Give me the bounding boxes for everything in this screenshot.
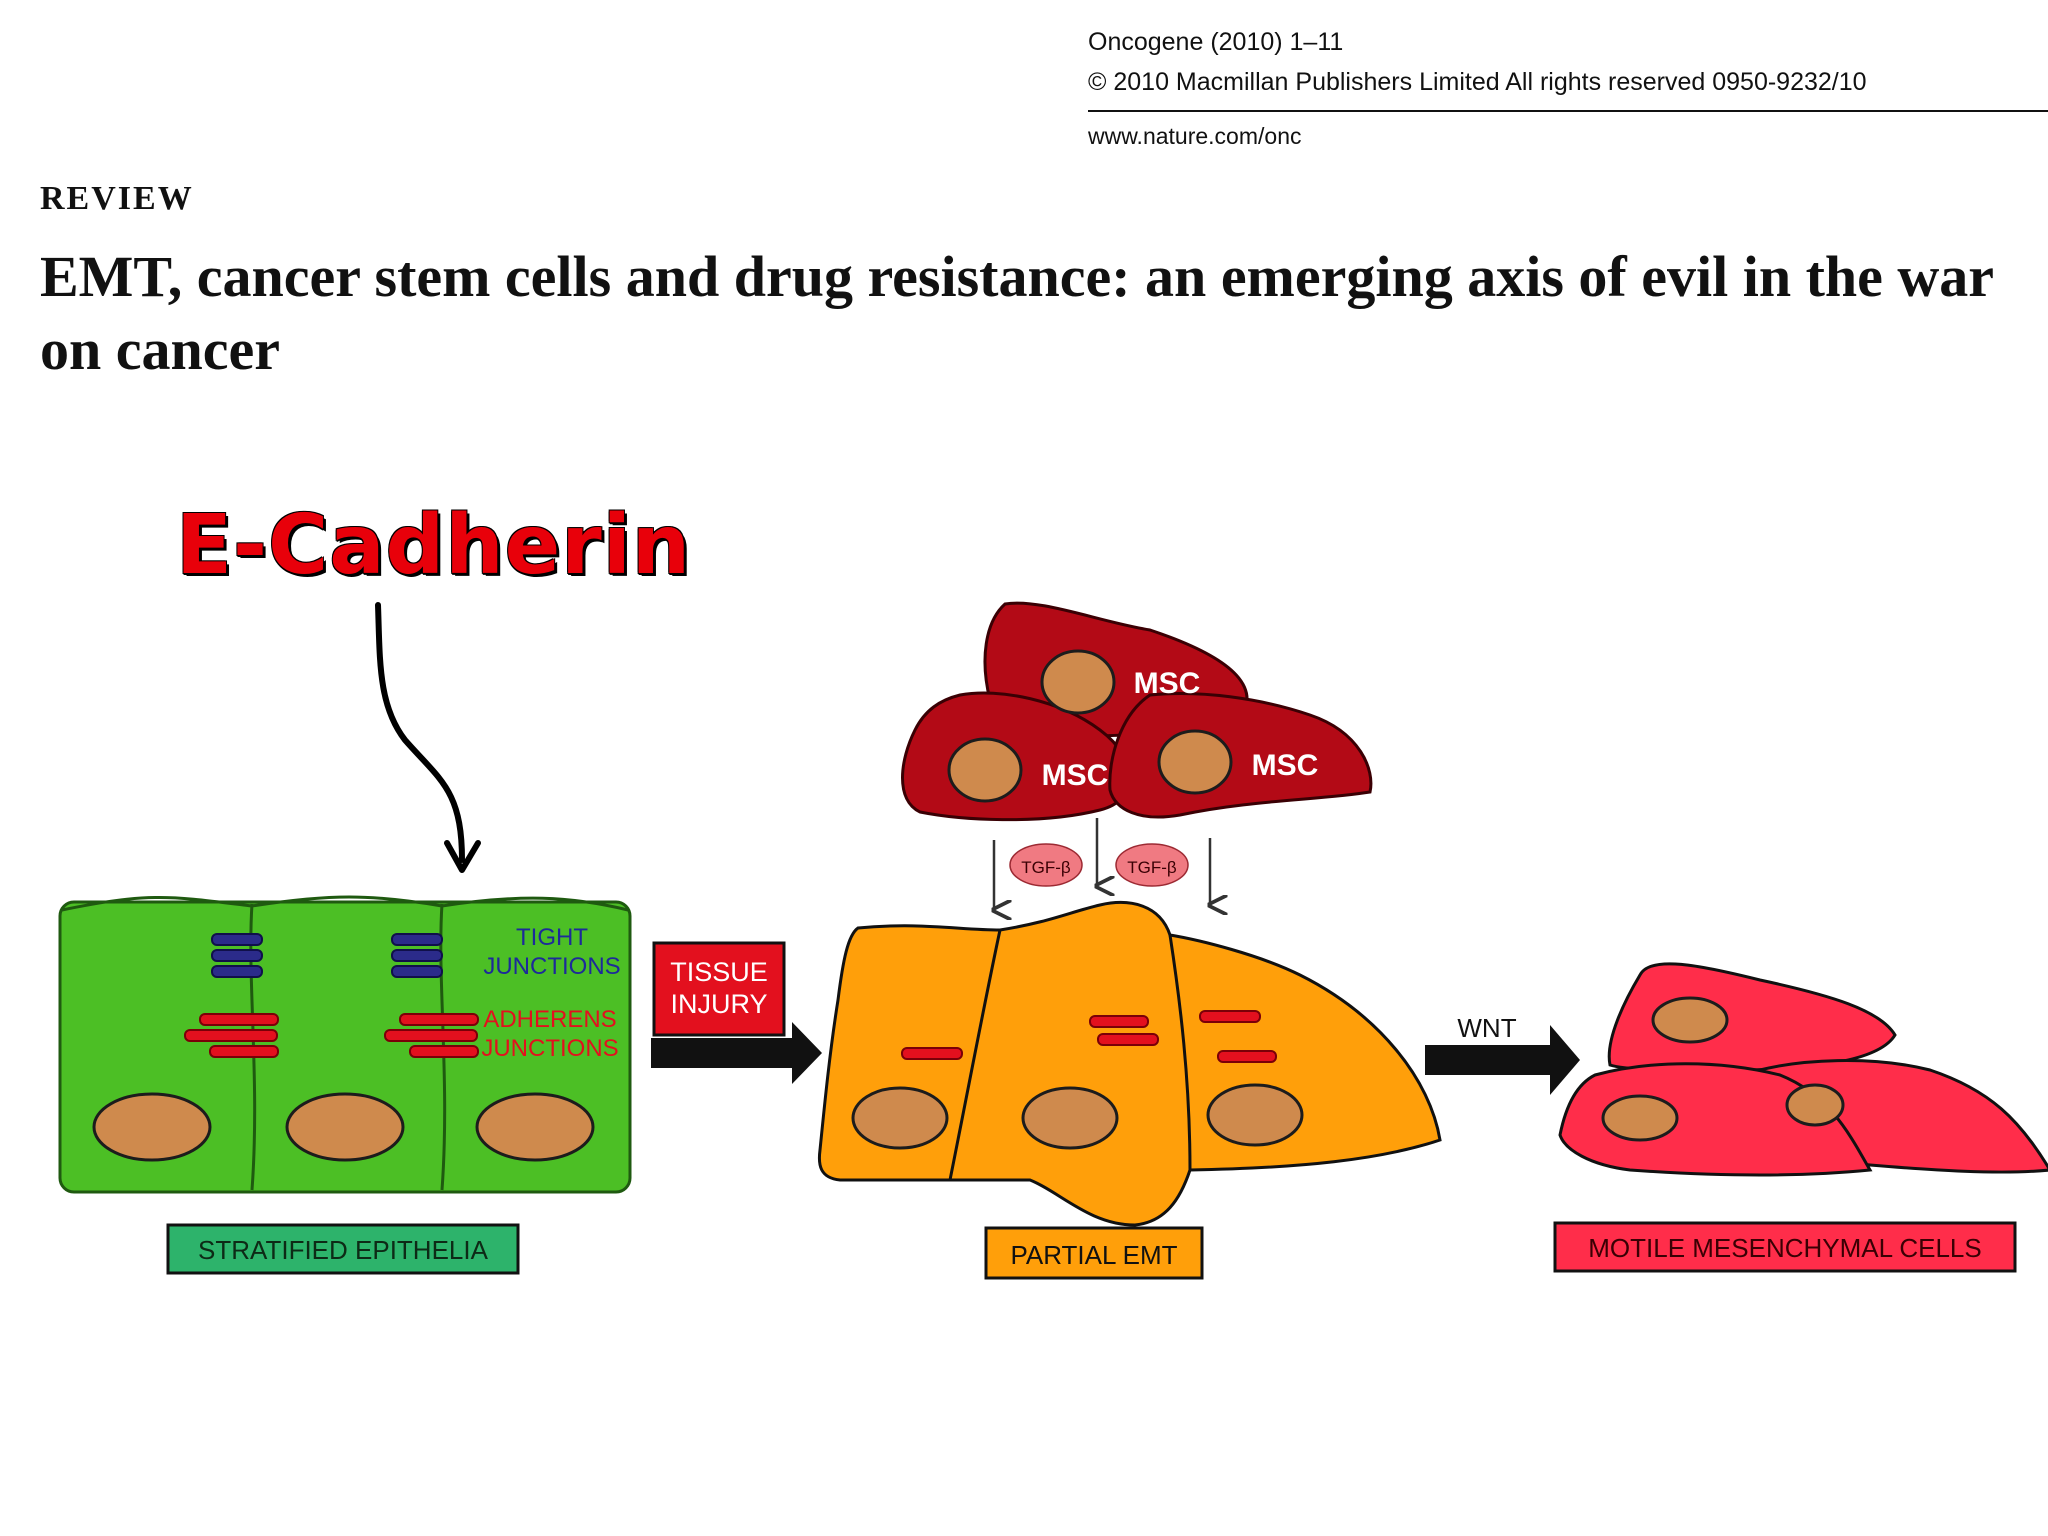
e-cadherin-annotation: E-Cadherin — [176, 498, 692, 593]
mesenchymal-caption: MOTILE MESENCHYMAL CELLS — [1588, 1233, 1981, 1263]
journal-copyright: © 2010 Macmillan Publishers Limited All … — [1088, 68, 1867, 96]
tissue-injury-label: TISSUE INJURY — [652, 941, 786, 1037]
nucleus — [1651, 996, 1729, 1044]
header-divider — [1088, 110, 2048, 112]
nucleus — [1601, 1094, 1679, 1142]
nucleus — [1040, 649, 1116, 715]
stratified-epithelia-cells: TIGHT JUNCTIONS ADHERENS JUNCTIONS — [58, 895, 632, 1194]
adherens-junctions-label-2: JUNCTIONS — [481, 1035, 618, 1062]
nucleus — [1021, 1086, 1119, 1150]
nucleus — [475, 1092, 595, 1162]
adherens-junction-right — [384, 1013, 479, 1058]
nucleus — [851, 1086, 949, 1150]
wnt-arrow — [1425, 1025, 1580, 1095]
tight-junctions-label-1: TIGHT — [516, 924, 588, 951]
nucleus — [947, 737, 1023, 803]
tight-junctions-label-2: JUNCTIONS — [483, 953, 620, 980]
adherens-junction-fragments — [901, 1010, 1277, 1063]
adherens-junctions-label-1: ADHERENS — [483, 1006, 616, 1033]
emt-cell-cluster — [817, 901, 1442, 1227]
apical-surface — [61, 895, 629, 912]
msc-cluster: MSC MSC MSC — [901, 601, 1373, 822]
section-label: REVIEW — [40, 180, 194, 217]
journal-citation: Oncogene (2010) 1–11 — [1088, 28, 1344, 56]
nucleus — [1206, 1083, 1304, 1147]
stage1-caption: STRATIFIED EPITHELIA — [166, 1223, 520, 1275]
tgf-beta-label: TGF-β — [1021, 858, 1071, 877]
partial-emt-cells — [817, 901, 1442, 1227]
stage3-caption: MOTILE MESENCHYMAL CELLS — [1553, 1221, 2017, 1273]
msc-cell — [1108, 692, 1373, 819]
tissue-injury-arrow — [651, 1022, 822, 1084]
journal-url[interactable]: www.nature.com/onc — [1088, 123, 1302, 149]
nucleus — [92, 1092, 212, 1162]
tgf-beta-label: TGF-β — [1127, 858, 1177, 877]
cell-border — [1168, 934, 1192, 1171]
cell-border — [948, 929, 1002, 1181]
adherens-junction-left — [184, 1013, 279, 1058]
wnt-label: WNT — [1457, 1013, 1516, 1043]
nucleus — [285, 1092, 405, 1162]
tight-junction-right — [391, 933, 443, 978]
mesenchymal-cell — [1607, 962, 1897, 1073]
msc-label: MSC — [1042, 759, 1109, 792]
tight-junction-left — [211, 933, 263, 978]
tissue-injury-text-1: TISSUE — [670, 957, 768, 987]
tissue-injury-text-2: INJURY — [670, 989, 767, 1019]
nucleus — [1157, 729, 1233, 795]
stage2-caption: PARTIAL EMT — [984, 1226, 1204, 1280]
article-title: EMT, cancer stem cells and drug resistan… — [40, 244, 1993, 382]
mesenchymal-cells — [1558, 962, 2048, 1177]
pointer-arrow — [375, 602, 481, 873]
msc-label: MSC — [1252, 749, 1319, 782]
stratified-epithelia-caption: STRATIFIED EPITHELIA — [198, 1235, 489, 1265]
nucleus — [1785, 1083, 1845, 1127]
tgf-beta-signals: TGF-β TGF-β — [994, 818, 1210, 910]
partial-emt-caption: PARTIAL EMT — [1010, 1240, 1177, 1270]
msc-label: MSC — [1134, 667, 1201, 700]
